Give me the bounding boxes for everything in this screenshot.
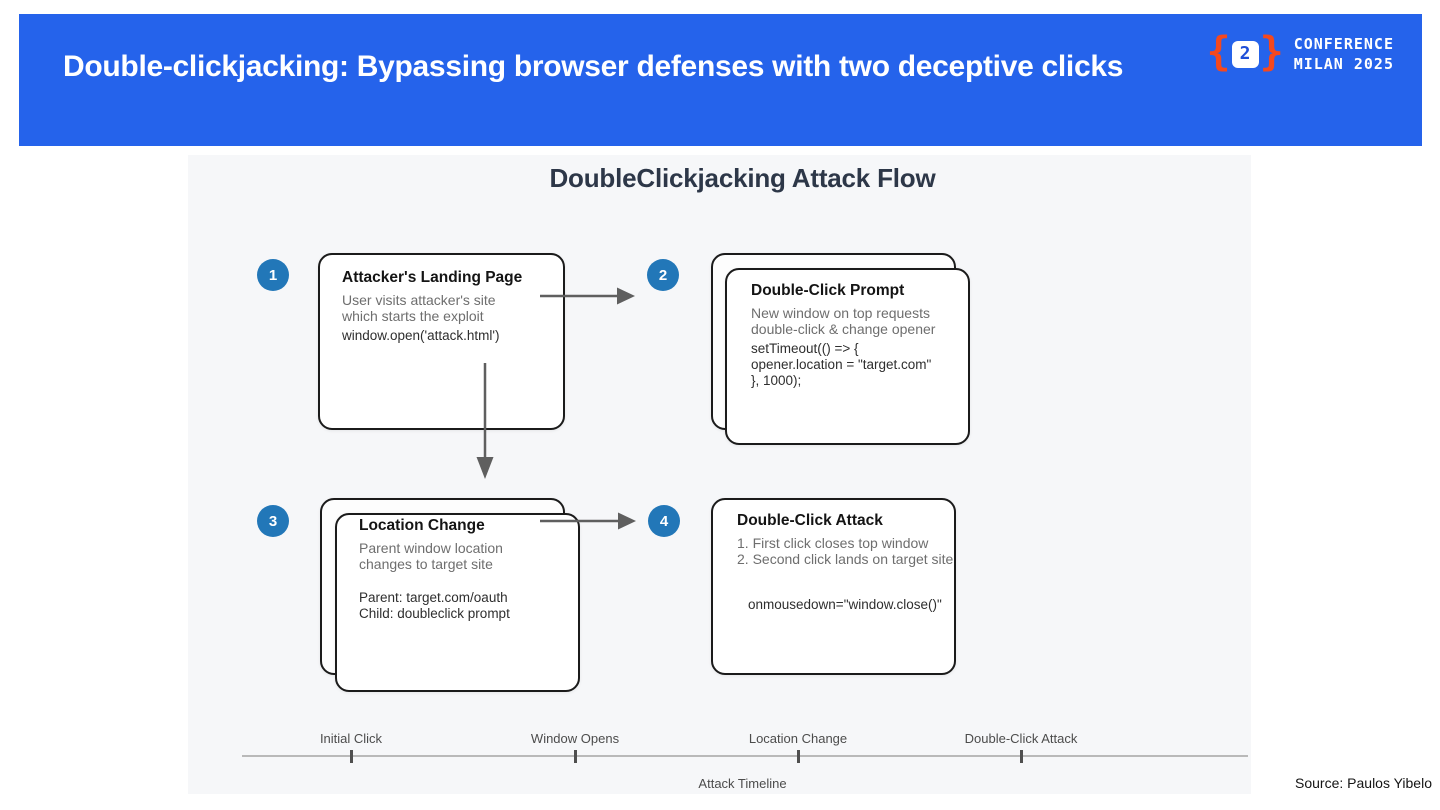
timeline-label-double-click-attack: Double-Click Attack <box>964 731 1078 746</box>
flow-arrows <box>476 287 636 530</box>
step-3-badge: 3 <box>257 505 289 537</box>
diagram-title: DoubleClickjacking Attack Flow <box>549 163 936 193</box>
step-2-badge: 2 <box>647 259 679 291</box>
logo-glyph: 2 <box>1239 43 1251 65</box>
step-2-box: Double-Click Prompt New window on top re… <box>725 268 970 445</box>
step-2-title: Double-Click Prompt <box>751 282 905 299</box>
timeline-tick-4 <box>1020 750 1023 763</box>
slide-title: Double-clickjacking: Bypassing browser d… <box>63 50 1124 83</box>
source-credit: Source: Paulos Yibelo <box>1295 775 1432 791</box>
logo-line-conference: CONFERENCE <box>1293 35 1394 53</box>
step-2-code: setTimeout(() => { opener.location = "ta… <box>751 341 932 388</box>
timeline-tick-2 <box>574 750 577 763</box>
step-2-description: New window on top requests double-click … <box>751 305 936 337</box>
step-1-code: window.open('attack.html') <box>342 328 500 343</box>
timeline-caption: Attack Timeline <box>698 776 787 791</box>
logo-icon: 2 <box>1231 40 1259 68</box>
step-4-code: onmousedown="window.close()" <box>748 597 942 612</box>
step-1-box: Attacker's Landing Page User visits atta… <box>318 253 565 430</box>
logo-mark: { 2 } <box>1206 29 1284 76</box>
step-4-badge: 4 <box>648 505 680 537</box>
timeline-label-initial-click: Initial Click <box>319 731 383 746</box>
step-1-description: User visits attacker's site which starts… <box>342 292 496 324</box>
conference-logo: { 2 } CONFERENCE MILAN 2025 <box>1206 29 1395 76</box>
timeline-tick-1 <box>350 750 353 763</box>
brace-left-icon: { <box>1206 29 1231 76</box>
step-1-title: Attacker's Landing Page <box>342 269 523 286</box>
step-4-description: 1. First click closes top window 2. Seco… <box>737 535 954 567</box>
step-3-title: Location Change <box>359 517 485 534</box>
diagram-panel: DoubleClickjacking Attack Flow 1 Attacke… <box>188 155 1251 794</box>
timeline-axis <box>242 755 1248 757</box>
logo-line-city-year: MILAN 2025 <box>1293 55 1394 74</box>
timeline-tick-3 <box>797 750 800 763</box>
step-3-box: Location Change Parent window location c… <box>335 513 580 692</box>
header-bar: Double-clickjacking: Bypassing browser d… <box>19 14 1422 146</box>
step-1-badge: 1 <box>257 259 289 291</box>
step-4-box: Double-Click Attack 1. First click close… <box>711 498 956 675</box>
timeline-label-window-opens: Window Opens <box>530 731 620 746</box>
step-3-description: Parent window location changes to target… <box>359 540 503 572</box>
logo-text: CONFERENCE MILAN 2025 <box>1294 34 1394 75</box>
brace-right-icon: } <box>1259 29 1284 76</box>
step-3-code: Parent: target.com/oauth Child: doublecl… <box>359 590 510 621</box>
timeline-label-location-change: Location Change <box>748 731 848 746</box>
step-4-title: Double-Click Attack <box>737 512 883 529</box>
